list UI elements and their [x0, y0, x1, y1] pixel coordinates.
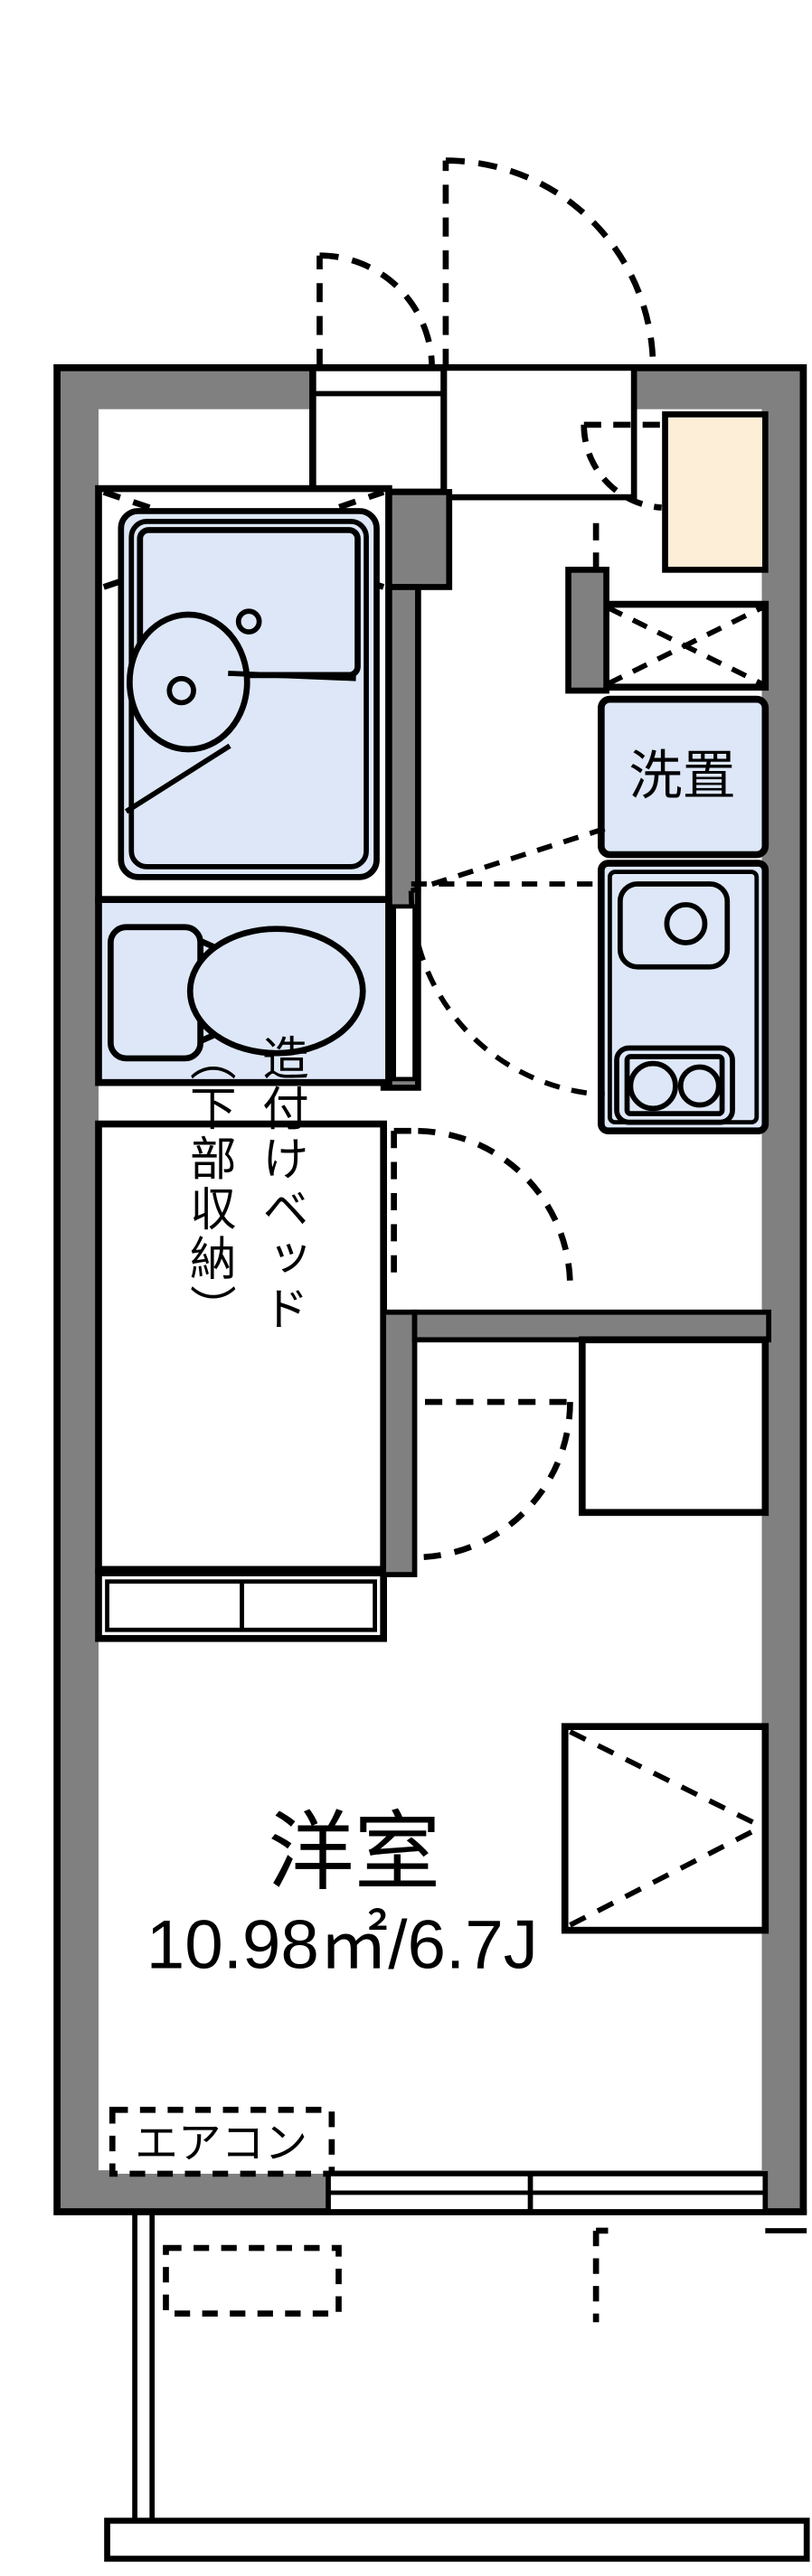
- room-closet: [561, 1723, 770, 1934]
- washbasin-drain-icon: [166, 675, 196, 706]
- entrance-threshold: [440, 364, 637, 501]
- unit-bath: [95, 484, 606, 1097]
- main-room-area: 10.98㎡/6.7J: [146, 1907, 538, 1984]
- genkan-door-arc: [581, 421, 662, 570]
- window-door-arc-left: [316, 252, 435, 368]
- burner-left-icon: [628, 1060, 678, 1112]
- bed-closet-label-line2: （下部収納）: [183, 1034, 235, 1334]
- shoe-box: [600, 600, 770, 691]
- closet-door-arc-lower: [393, 1398, 573, 1561]
- laundry-label: 洗置: [628, 746, 735, 806]
- main-entrance-door-arc: [442, 157, 656, 368]
- balcony-dashed-box: [163, 2244, 342, 2317]
- toilet-room: [95, 896, 392, 1086]
- built-in-bed-closet: 造付けベッド （下部収納）: [95, 1034, 387, 1642]
- bath-door-hinge-arc: [408, 826, 606, 1097]
- entrance-area: [581, 411, 769, 573]
- main-room: 洋室 10.98㎡/6.7J: [146, 1805, 538, 1984]
- bathtub-drain-icon: [235, 608, 262, 635]
- kitchen-area: 洗置: [598, 695, 770, 1134]
- burner-right-icon: [677, 1064, 722, 1108]
- washing-machine-space: [598, 695, 770, 859]
- bed-closet-label-line1: 造付けベッド: [255, 1034, 307, 1334]
- wall-hall-header: [411, 1309, 772, 1343]
- wall-left: [57, 367, 99, 2212]
- counter-edge: [228, 671, 356, 682]
- room-closet-swing: [569, 1729, 763, 1928]
- toilet-bowl: [186, 926, 366, 1057]
- main-room-name: 洋室: [268, 1805, 440, 1901]
- closet-door-arc-upper: [391, 1127, 573, 1287]
- aircon-label: エアコン: [135, 2120, 307, 2168]
- shower-floor-edge: [125, 743, 231, 814]
- balcony-partition-hint: [592, 2227, 609, 2323]
- balcony-sliding-door: [326, 2171, 769, 2214]
- wall-hall-partition: [381, 1309, 418, 1577]
- balcony-railing: [104, 2517, 810, 2562]
- hall-storage-box: [579, 1336, 770, 1517]
- entrance-tile: [662, 411, 769, 573]
- sink-drain-icon: [664, 902, 708, 945]
- aircon-marker: エアコン: [109, 2106, 335, 2177]
- top-opening-box: [309, 364, 448, 496]
- toilet-door-jamb: [392, 904, 417, 1082]
- aircon-box: [109, 2106, 335, 2177]
- wall-kitchen-nib: [565, 567, 609, 694]
- balcony: [104, 2209, 810, 2562]
- entry-door-swing: [316, 157, 656, 368]
- bed-closet-enclosure: [95, 1120, 387, 1574]
